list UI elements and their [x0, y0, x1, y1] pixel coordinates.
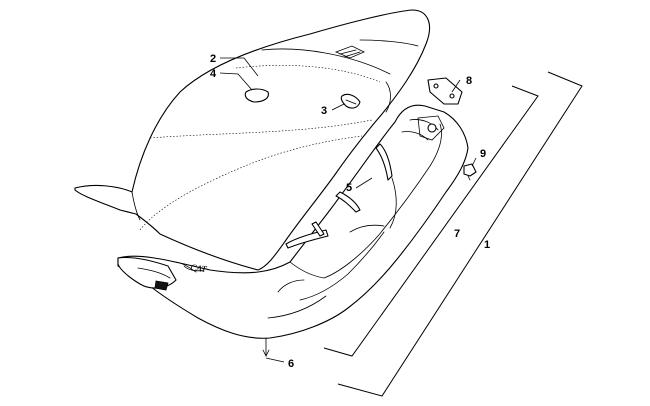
callout-9: 9: [480, 148, 486, 160]
fastener-part-9: [463, 163, 477, 181]
callout-8: 8: [466, 75, 472, 87]
callout-4: 4: [210, 68, 217, 80]
latch-bracket-part-8: [417, 77, 463, 141]
assembly-bracket-7: [323, 85, 539, 357]
seat-cushion: [74, 9, 430, 271]
clip-part-6: [262, 337, 270, 357]
seat-base: [117, 104, 469, 339]
seat-badge-part-4: [244, 88, 269, 103]
callout-3: 3: [321, 105, 327, 117]
trim-strips-part-5: [285, 143, 393, 249]
assembly-bracket-1: [337, 71, 583, 397]
leader-lines: [219, 57, 477, 363]
seat-frame-tab: CAT: [117, 256, 208, 291]
callouts: 1 2 3 4 5 6 7 8 9: [210, 53, 490, 370]
grab-strap-part-3: [340, 93, 361, 109]
callout-5: 5: [346, 182, 352, 194]
callout-2: 2: [210, 53, 216, 65]
seat-logo: [334, 45, 365, 59]
embossed-mark: CAT: [190, 262, 208, 274]
callout-7: 7: [454, 228, 460, 240]
callout-1: 1: [484, 239, 490, 251]
callout-6: 6: [288, 358, 294, 370]
